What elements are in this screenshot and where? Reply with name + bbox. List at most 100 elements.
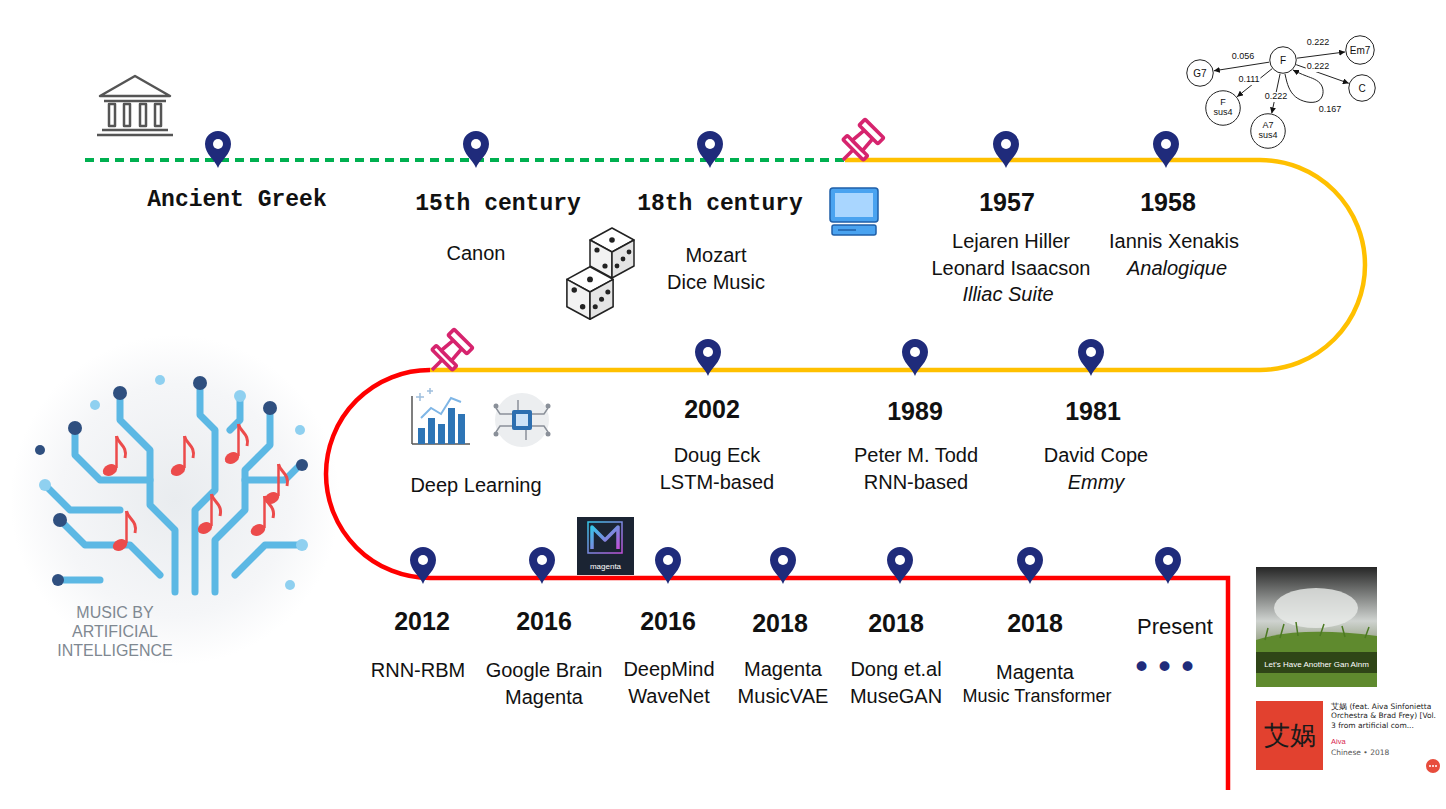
chip-icon [546,404,551,409]
chip-icon [512,410,532,430]
location-pin [695,339,721,376]
state-outline [1206,91,1241,126]
circuit-node [39,479,51,491]
circuit-trace [75,430,150,480]
brain-glow [10,335,340,665]
brain-illustration [10,335,340,665]
location-pin [1153,131,1179,168]
circuit-node [295,425,305,435]
album-cover: Let's Have Another Gan Ainm [1256,567,1377,687]
probability-label: 0.222 [1306,38,1331,48]
circuit-node [35,375,308,590]
watermark: MUSIC BY ARTIFICIAL INTELLIGENCE [52,603,178,661]
milestone-text: Peter M. Todd RNN-based [850,442,982,496]
chip-icon [516,414,528,426]
location-pin [205,131,231,168]
computer-icon [832,225,876,235]
cover-text: magenta [590,563,621,572]
circuit-trace [45,385,300,592]
state-circle: Em7 [1345,35,1375,65]
more-button [1426,759,1440,773]
milestone-text: Deep Learning [410,472,541,499]
chart-icon [428,418,435,444]
era-label: 15th century [415,189,581,220]
music-note [111,511,136,553]
dice-icon [567,228,634,319]
album-cover-art [1256,632,1377,687]
state-circle: G7 [1186,59,1214,87]
state-outline [1251,114,1286,149]
year-label: 2018 [868,607,924,641]
location-pin [205,131,1181,584]
era-label: 18th century [637,189,803,220]
circuit-node [52,574,64,586]
push-pin [833,118,885,170]
location-pin [697,131,723,168]
chart-icon [421,398,461,418]
magenta-logo [588,522,622,553]
location-pin [410,547,436,584]
work-title: Illiac Suite [962,281,1053,308]
work-title: Emmy [1068,469,1125,496]
magenta-logo [577,517,634,575]
chart-icon [458,414,465,444]
location-pin [463,131,489,168]
milestone-text: Google Brain Magenta [481,657,607,711]
chart-icon [448,408,455,444]
state-circle: A7 sus4 [1250,113,1286,149]
circuit-trace [45,485,120,510]
chip-icon [496,400,548,440]
timeline-ancient [85,158,845,162]
temple-icon [155,104,161,126]
more-button [1426,759,1440,773]
transition-arrow [1285,70,1323,102]
milestone-text: Music Transformer [962,684,1111,708]
ellipsis-mark: ••• [1131,645,1200,691]
music-note [101,436,126,478]
state-name: F sus4 [1211,98,1235,118]
circuit-node [193,376,207,390]
milestone-text: DeepMind WaveNet [619,656,719,710]
timeline-deep-learning [326,370,1228,790]
location-pin [655,547,681,584]
computer-icon [830,188,878,235]
state-circle: C [1348,74,1376,102]
computer-icon [838,229,856,231]
year-label: 1981 [1065,395,1121,429]
circuit-node [155,375,165,385]
album-cover: 艾娲 [1256,701,1323,770]
state-outline [1346,36,1375,65]
circuit-node [113,386,127,400]
cover-text: 艾娲 [1264,721,1316,750]
temple-icon [97,130,173,135]
work-title: Analogique [1127,255,1227,282]
probability-label: 0.222 [1264,92,1289,102]
state-circle: F sus4 [1205,90,1241,126]
state-name: C [1358,83,1365,94]
state-outline [1270,47,1297,74]
milestone-text: Magenta MusicVAE [731,656,835,710]
milestone-text: Dong et.al MuseGAN [844,656,948,710]
year-label: 1989 [887,395,943,429]
magenta-logo [592,527,618,549]
more-button [1432,765,1434,767]
circuit-node [296,459,308,471]
album-cover-art [1274,588,1358,628]
location-pin [1017,547,1043,584]
year-label: 2012 [394,605,450,639]
chip-icon [495,393,549,447]
more-button [1429,765,1431,767]
circuit-trace [60,577,100,584]
circuit-trace [245,465,300,480]
logo-box: magenta [577,517,634,575]
location-pin [529,547,555,584]
music-note [196,494,221,536]
milestone-text: RNN-RBM [371,657,465,684]
chip-icon [494,393,551,447]
circuit-node [263,401,277,415]
chart-icon [412,388,470,444]
temple-icon [100,76,170,96]
state-name: F [1280,55,1286,66]
milestone-text: David Cope [1044,442,1149,469]
